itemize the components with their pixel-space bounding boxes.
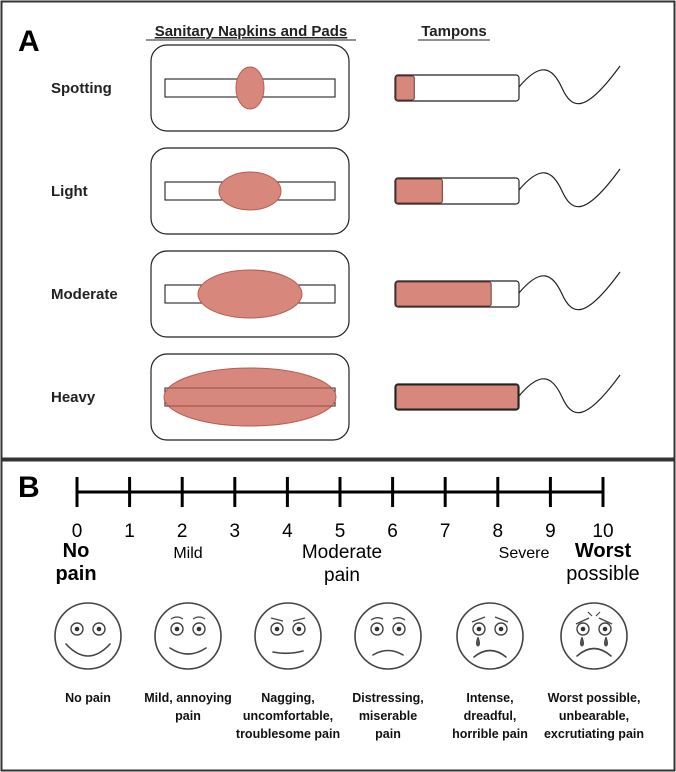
pain-scale-number: 4 bbox=[282, 521, 293, 542]
panel-a-letter: A bbox=[18, 25, 40, 58]
pain-scale-number: 6 bbox=[387, 521, 398, 542]
face-caption-line: pain bbox=[375, 727, 401, 741]
tampon-string bbox=[518, 271, 621, 311]
tampon-absorbed-fill bbox=[395, 75, 415, 101]
slight-smile-face-icon bbox=[154, 602, 222, 670]
pain-scale-number: 10 bbox=[592, 521, 613, 542]
face-caption-line: Worst possible, bbox=[548, 691, 641, 705]
face-caption-line: uncomfortable, bbox=[243, 709, 333, 723]
label-moderate-line2: pain bbox=[324, 565, 360, 586]
flow-level-label: Heavy bbox=[51, 389, 96, 406]
panel-b-letter: B bbox=[18, 471, 40, 504]
flow-level-label: Light bbox=[51, 183, 88, 200]
panel-b-frame bbox=[0, 459, 676, 772]
face-caption-line: miserable bbox=[359, 709, 417, 723]
label-worst-line2: possible bbox=[566, 563, 639, 585]
pad-stain bbox=[197, 269, 303, 319]
face-caption-line: excrutiating pain bbox=[544, 727, 644, 741]
frown-face-icon bbox=[354, 602, 422, 670]
face-caption-line: unbearable, bbox=[559, 709, 629, 723]
pain-faces: No pain Mild, annoying pain Nagging, uncomfo… bbox=[54, 602, 644, 741]
face-caption-line: Intense, bbox=[466, 691, 513, 705]
pain-scale-ticks: 0 1 2 3 4 5 6 7 8 9 10 bbox=[72, 477, 614, 542]
flow-row-spotting: Spotting bbox=[51, 44, 621, 132]
pain-scale-number: 5 bbox=[335, 521, 346, 542]
pain-scale-number: 8 bbox=[493, 521, 504, 542]
flow-row-heavy: Heavy bbox=[51, 353, 621, 441]
panel-a-frame bbox=[0, 0, 676, 460]
tampon-string bbox=[518, 168, 621, 208]
tampon-string bbox=[518, 65, 621, 105]
label-no-pain-line1: No bbox=[63, 540, 90, 562]
face-caption-line: dreadful, bbox=[464, 709, 517, 723]
face-caption-line: Nagging, bbox=[261, 691, 314, 705]
label-no-pain-line2: pain bbox=[55, 563, 96, 585]
label-moderate-line1: Moderate bbox=[302, 542, 382, 563]
label-mild: Mild bbox=[173, 545, 202, 562]
tampon-absorbed-fill bbox=[395, 281, 492, 307]
face-caption-line: troublesome pain bbox=[236, 727, 340, 741]
flow-row-light: Light bbox=[51, 147, 621, 235]
pad-stain bbox=[163, 367, 337, 427]
tampons-header: Tampons bbox=[421, 23, 487, 40]
face-caption-line: No pain bbox=[65, 691, 111, 705]
pads-header: Sanitary Napkins and Pads bbox=[155, 23, 348, 40]
face-caption-line: Distressing, bbox=[352, 691, 424, 705]
label-severe: Severe bbox=[499, 545, 550, 562]
tearful-face-icon bbox=[456, 602, 524, 670]
flow-level-label: Moderate bbox=[51, 286, 118, 303]
pain-scale-number: 9 bbox=[545, 521, 556, 542]
pad-stain bbox=[218, 171, 282, 211]
flow-row-moderate: Moderate bbox=[51, 250, 621, 338]
face-caption-line: pain bbox=[175, 709, 201, 723]
pad-stain bbox=[235, 66, 265, 110]
crying-face-icon bbox=[560, 602, 628, 670]
flow-level-label: Spotting bbox=[51, 80, 112, 97]
face-caption-line: horrible pain bbox=[452, 727, 528, 741]
pain-scale-number: 7 bbox=[440, 521, 451, 542]
tampon-string bbox=[518, 374, 621, 414]
tampon-absorbed-fill bbox=[395, 384, 519, 410]
pain-scale-number: 3 bbox=[230, 521, 241, 542]
pain-scale-number: 1 bbox=[124, 521, 135, 542]
pain-scale-number: 2 bbox=[177, 521, 188, 542]
happy-face-icon bbox=[54, 602, 122, 670]
neutral-face-icon bbox=[254, 602, 322, 670]
pain-scale-number: 0 bbox=[72, 521, 83, 542]
face-caption-line: Mild, annoying bbox=[144, 691, 232, 705]
tampon-body bbox=[394, 74, 520, 102]
label-worst-line1: Worst bbox=[575, 540, 632, 562]
tampon-absorbed-fill bbox=[395, 178, 443, 204]
